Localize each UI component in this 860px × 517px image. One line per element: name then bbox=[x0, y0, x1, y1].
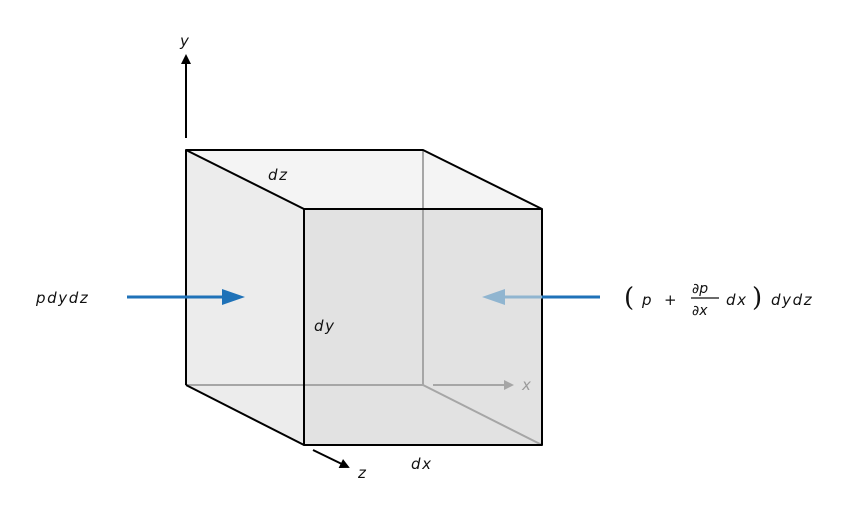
svg-text:∂p: ∂p bbox=[692, 281, 708, 297]
z-axis-arrow bbox=[312, 449, 350, 469]
left-force-label: pdydz bbox=[35, 289, 89, 307]
left-force-arrow bbox=[127, 289, 245, 305]
svg-text:+: + bbox=[664, 291, 677, 309]
right-force-label: ( p + ∂p ∂x dx ) dydz bbox=[624, 281, 813, 319]
y-axis-label: y bbox=[179, 32, 190, 50]
svg-text:dx: dx bbox=[726, 291, 748, 309]
svg-text:∂x: ∂x bbox=[692, 303, 708, 319]
svg-text:(: ( bbox=[624, 283, 634, 313]
visible-edges bbox=[185, 149, 543, 446]
z-axis-label: z bbox=[357, 464, 367, 482]
dx-label: dx bbox=[411, 455, 433, 473]
dz-label: dz bbox=[268, 166, 289, 184]
left-face bbox=[186, 150, 304, 445]
x-axis-label: x bbox=[521, 376, 532, 394]
right-force-arrow bbox=[482, 289, 600, 305]
dy-label: dy bbox=[314, 317, 336, 335]
svg-text:dydz: dydz bbox=[771, 291, 813, 309]
svg-text:): ) bbox=[752, 283, 762, 313]
svg-text:p: p bbox=[641, 291, 653, 309]
